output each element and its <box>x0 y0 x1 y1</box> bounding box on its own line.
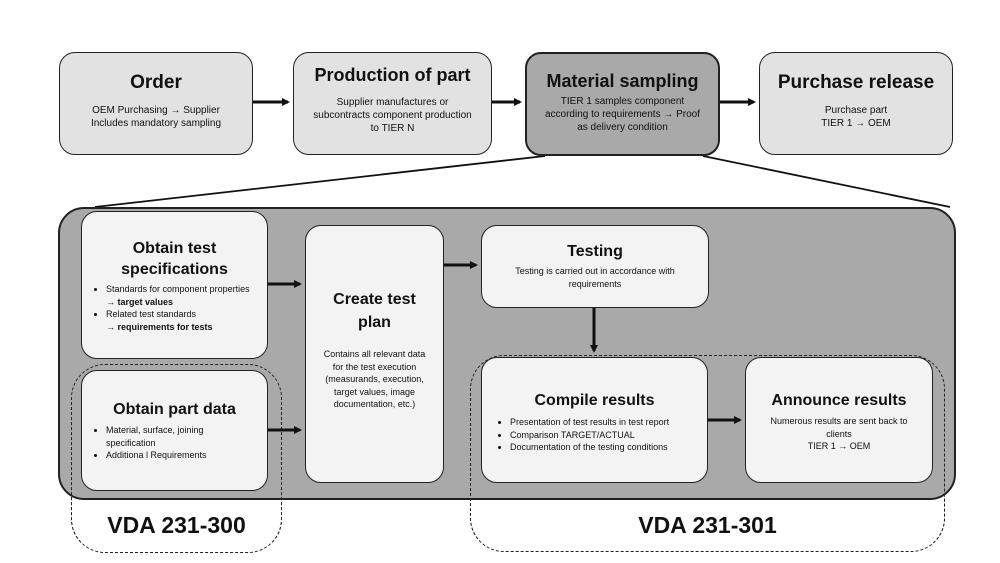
test-plan-line: documentation, etc.) <box>333 399 416 409</box>
test-plan-line: (measurands, execution, <box>325 374 424 384</box>
compile-results-box: Compile results Presentation of test res… <box>481 357 708 483</box>
material-sampling-line: TIER 1 samples component <box>560 96 685 107</box>
part-data-bullet: Material, surface, joining specification <box>106 424 243 449</box>
purchase-release-line: TIER 1 → OEM <box>821 118 891 129</box>
production-line: subcontracts component production <box>313 110 472 121</box>
obtain-part-data-box: Obtain part data Material, surface, join… <box>81 370 268 491</box>
test-specs-title: specifications <box>121 261 228 278</box>
test-plan-title: Create test <box>333 291 416 308</box>
order-line: OEM Purchasing → Supplier <box>92 105 220 116</box>
test-plan-line: for the test execution <box>332 361 417 372</box>
material-sampling-line: according to requirements → Proof <box>544 109 701 120</box>
production-line: Supplier manufactures or <box>336 97 449 108</box>
production-line: to TIER N <box>370 123 415 134</box>
testing-line: requirements <box>568 278 622 289</box>
obtain-test-specifications-box: Obtain test specifications Standards for… <box>81 211 268 359</box>
funnel-left-line <box>94 155 546 208</box>
arrow-glyph: → <box>106 296 115 307</box>
funnel-right-line <box>702 155 951 208</box>
compile-results-bullet: Documentation of the testing conditions <box>510 441 707 454</box>
test-specs-title: Obtain test <box>132 240 217 257</box>
arrow-glyph: → <box>106 321 115 332</box>
production-title: Production of part <box>314 65 471 85</box>
announce-results-line: TIER 1 → OEM <box>807 441 871 451</box>
production-box: Production of part Supplier manufactures… <box>293 52 492 155</box>
material-sampling-line: as delivery condition <box>577 122 668 133</box>
compile-results-title: Compile results <box>534 392 655 409</box>
purchase-release-box: Purchase release Purchase part TIER 1 → … <box>759 52 953 155</box>
order-line: Includes mandatory sampling <box>90 118 222 129</box>
testing-line: Testing is carried out in accordance wit… <box>515 266 675 276</box>
part-data-title: Obtain part data <box>113 401 236 418</box>
part-data-bullet: Additiona l Requirements <box>106 449 243 462</box>
vda-231-300-group-outline-inner <box>71 364 282 553</box>
vda-231-300-label: VDA 231-300 <box>107 512 246 538</box>
material-sampling-box: Material sampling TIER 1 samples compone… <box>525 52 720 156</box>
create-test-plan-box: Create test plan Contains all relevant d… <box>305 225 444 483</box>
test-specs-bullet: Related test standards→ requirements for… <box>106 308 259 333</box>
test-plan-line: target values, image <box>333 386 416 397</box>
announce-results-box: Announce results Numerous results are se… <box>745 357 933 483</box>
order-box: Order OEM Purchasing → Supplier Includes… <box>59 52 253 155</box>
compile-results-bullet: Comparison TARGET/ACTUAL <box>510 429 707 442</box>
testing-title: Testing <box>567 243 623 260</box>
test-plan-title: plan <box>358 314 391 331</box>
test-specs-bullet: Standards for component properties → tar… <box>106 283 259 308</box>
test-plan-line: Contains all relevant data <box>323 349 426 359</box>
announce-results-title: Announce results <box>771 392 907 409</box>
compile-results-bullet: Presentation of test results in test rep… <box>510 416 707 429</box>
vda-231-301-label: VDA 231-301 <box>638 512 777 538</box>
order-title: Order <box>130 72 182 93</box>
purchase-release-line: Purchase part <box>824 105 888 116</box>
material-sampling-title: Material sampling <box>546 71 699 91</box>
announce-results-line: clients <box>826 428 852 439</box>
vda-231-301-group-outline-inner <box>470 355 945 552</box>
testing-box: Testing Testing is carried out in accord… <box>481 225 709 308</box>
purchase-release-title: Purchase release <box>777 72 935 93</box>
announce-results-line: Numerous results are sent back to <box>770 416 908 426</box>
